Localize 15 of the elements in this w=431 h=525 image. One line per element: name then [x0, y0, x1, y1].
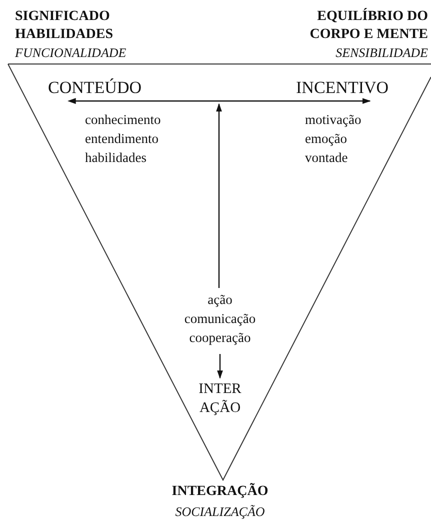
subtitle-text: SENSIBILIDADE — [334, 44, 428, 62]
subtitle-text: FUNCIONALIDADE — [15, 44, 128, 62]
node-text: ação comunicação cooperação — [183, 291, 257, 347]
arrow — [67, 98, 371, 104]
heading-text: CONTEÚDO — [48, 78, 142, 97]
node-text: INTER AÇÃO — [198, 380, 242, 418]
arrow — [217, 354, 223, 379]
corner-heading: EQUILÍBRIO DO CORPO E MENTE — [308, 8, 428, 44]
heading-text: INCENTIVO — [296, 78, 386, 97]
subtitle-text: SOCIALIZAÇÃO — [174, 503, 266, 521]
corner-heading: INTEGRAÇÃO — [170, 483, 270, 501]
node-text: motivação emoção vontade — [305, 111, 362, 167]
arrow — [216, 103, 222, 288]
corner-heading: SIGNIFICADO HABILIDADES — [15, 8, 114, 44]
node-text: conhecimento entendimento habilidades — [85, 111, 162, 167]
